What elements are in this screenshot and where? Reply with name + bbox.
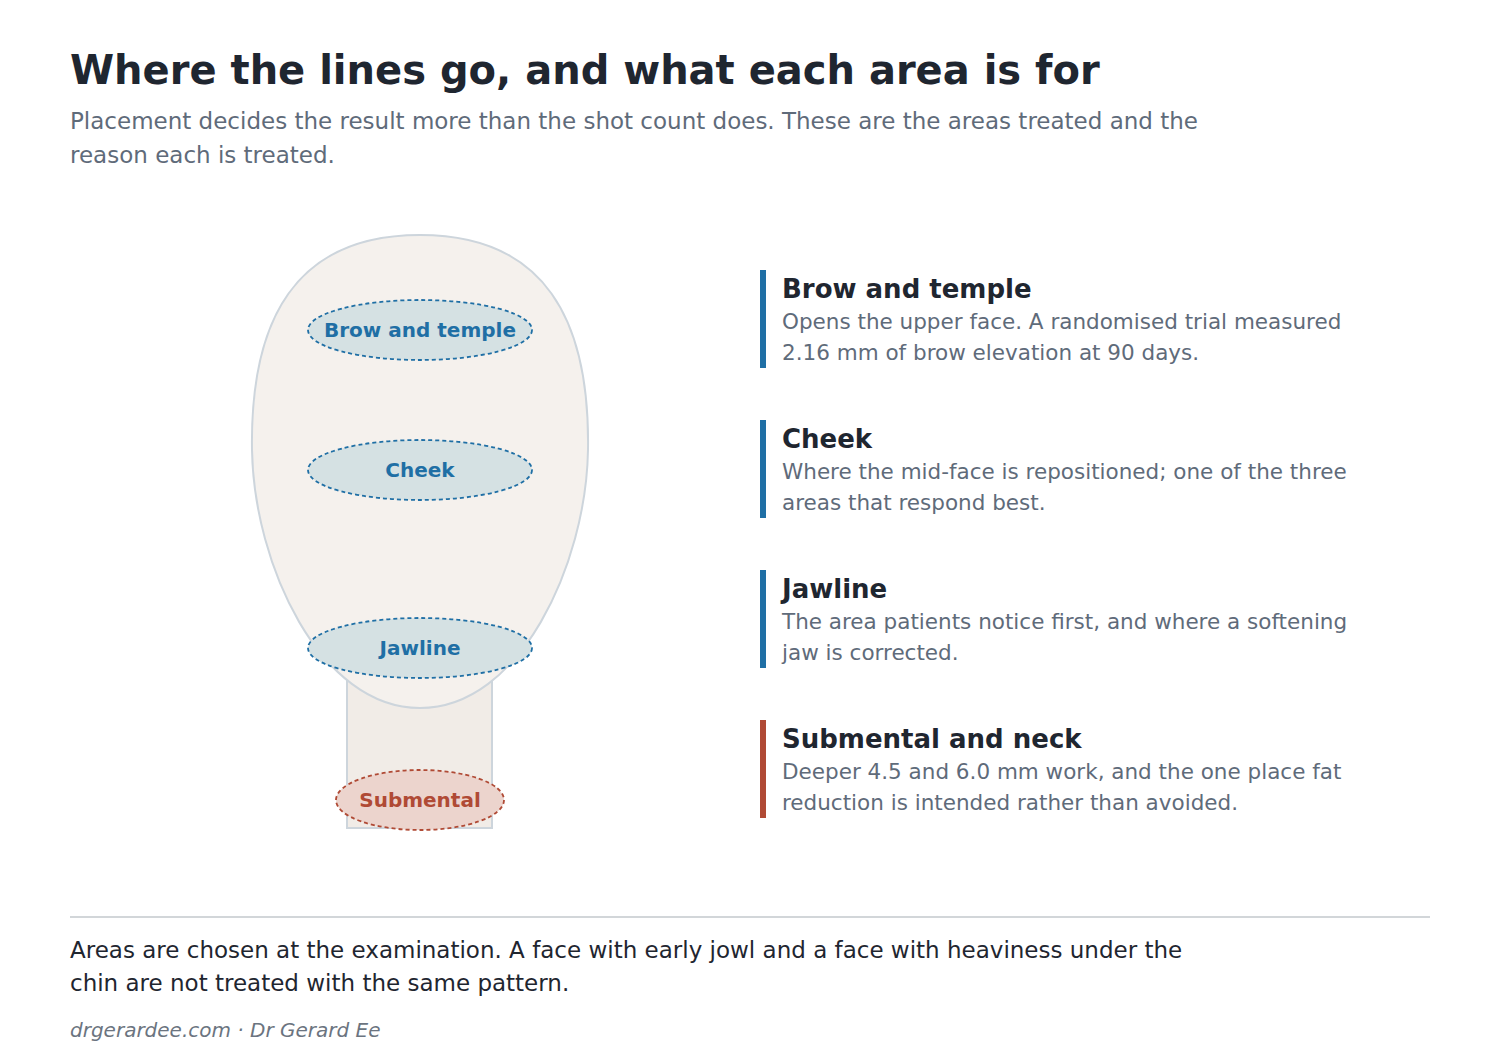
accent-bar: [760, 420, 766, 518]
area-label: Jawline: [380, 636, 461, 660]
area-label: Cheek: [385, 458, 454, 482]
subtitle: Placement decides the result more than t…: [70, 104, 1210, 172]
area-heading: Jawline: [782, 572, 1370, 606]
area-heading: Brow and temple: [782, 272, 1370, 306]
area-label: Brow and temple: [324, 318, 516, 342]
treatment-area: Cheek: [307, 439, 533, 501]
area-reason: Where the mid-face is repositioned; one …: [782, 456, 1370, 518]
treatment-area: Submental: [335, 769, 505, 831]
accent-bar: [760, 270, 766, 368]
title: Where the lines go, and what each area i…: [70, 44, 1470, 96]
area-heading: Cheek: [782, 422, 1370, 456]
area-description: Submental and neckDeeper 4.5 and 6.0 mm …: [760, 720, 1370, 818]
area-description: JawlineThe area patients notice first, a…: [760, 570, 1370, 668]
area-reason: Deeper 4.5 and 6.0 mm work, and the one …: [782, 756, 1370, 818]
divider-rule: [70, 916, 1430, 918]
accent-bar: [760, 720, 766, 818]
area-reason: Opens the upper face. A randomised trial…: [782, 306, 1370, 368]
accent-bar: [760, 570, 766, 668]
area-heading: Submental and neck: [782, 722, 1370, 756]
caption: Areas are chosen at the examination. A f…: [70, 934, 1220, 1000]
head-outline: [252, 235, 588, 708]
area-reason: The area patients notice first, and wher…: [782, 606, 1370, 668]
area-description: CheekWhere the mid-face is repositioned;…: [760, 420, 1370, 518]
ellipse-outline: [308, 300, 532, 360]
treatment-area: Brow and temple: [307, 299, 533, 361]
ellipse-outline: [308, 440, 532, 500]
treatment-area: Jawline: [307, 617, 533, 679]
ellipse-outline: [336, 770, 504, 830]
area-label: Submental: [359, 788, 481, 812]
ellipse-outline: [308, 618, 532, 678]
area-description: Brow and templeOpens the upper face. A r…: [760, 270, 1370, 368]
source-credit: drgerardee.com · Dr Gerard Ee: [70, 1016, 1270, 1044]
